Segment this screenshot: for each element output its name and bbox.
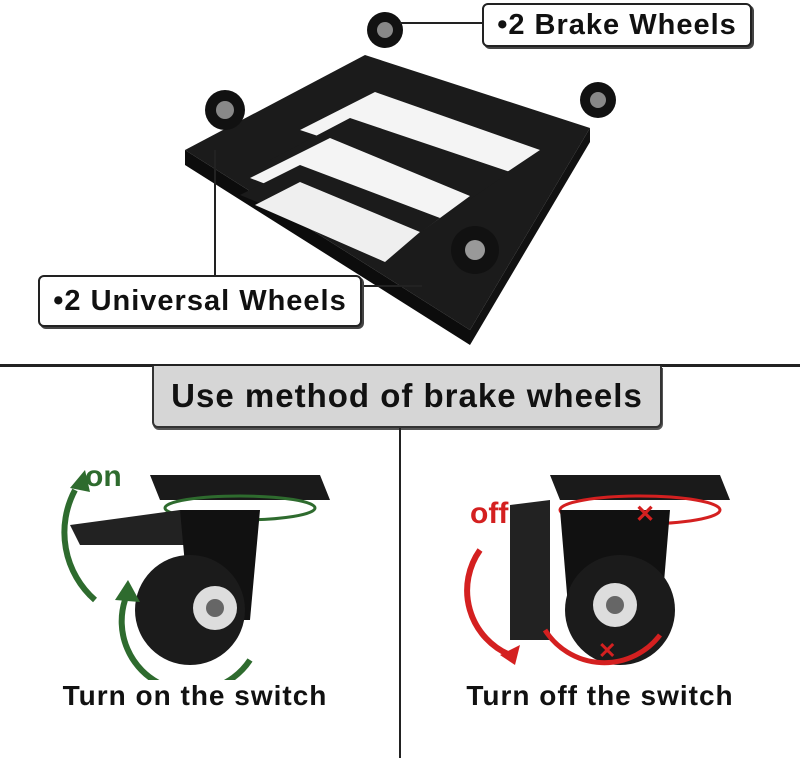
dolly-image [185, 12, 616, 345]
panel-divider [399, 428, 401, 758]
rotate-arrow-icon [61, 488, 97, 603]
universal-pointer-line-h [362, 285, 422, 287]
universal-wheels-label: •2 Universal Wheels [38, 275, 362, 327]
brake-wheels-label: •2 Brake Wheels [482, 3, 752, 47]
caster-on-image [61, 470, 330, 680]
universal-pointer-line [214, 150, 216, 275]
rotate-arrow-icon [464, 548, 512, 658]
cross-icon-lower: ✕ [598, 638, 616, 663]
wheel-icon [205, 12, 616, 274]
off-state-label: off [470, 497, 509, 530]
turn-off-caption: Turn off the switch [466, 680, 734, 711]
brake-pointer-line [400, 22, 482, 24]
cross-icon: ✕ [635, 501, 655, 528]
on-state-label: on [85, 460, 122, 493]
section-title: Use method of brake wheels [152, 366, 662, 428]
caster-off-image: ✕ ✕ [464, 475, 730, 666]
turn-on-caption: Turn on the switch [62, 680, 328, 711]
section-divider [0, 364, 800, 367]
